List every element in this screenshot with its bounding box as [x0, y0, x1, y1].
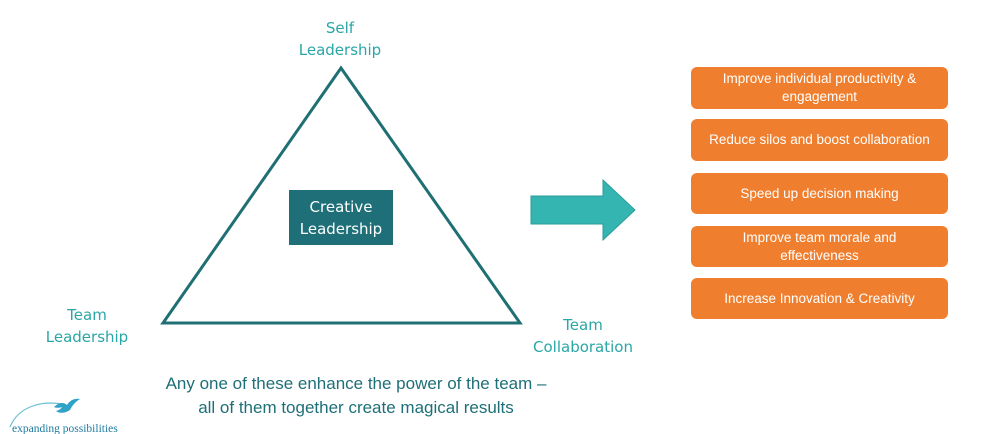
logo-bird — [54, 398, 80, 413]
vertex-label-left-line2: Leadership — [45, 328, 129, 346]
benefit-label: Improve individual productivity & engage… — [722, 71, 917, 104]
benefit-box: Improve individual productivity & engage… — [691, 67, 948, 109]
center-box-creative-leadership: Creative Leadership — [289, 190, 393, 245]
vertex-label-self-leadership: Self Leadership — [280, 17, 400, 61]
right-arrow-shape — [530, 178, 636, 242]
caption: Any one of these enhance the power of th… — [100, 372, 612, 420]
caption-line2: all of them together create magical resu… — [198, 398, 514, 417]
caption-line1: Any one of these enhance the power of th… — [165, 374, 547, 393]
right-arrow-icon — [530, 178, 636, 242]
vertex-label-top-line2: Leadership — [298, 41, 382, 59]
center-box-line2: Leadership — [299, 219, 383, 238]
benefit-label: Increase Innovation & Creativity — [724, 290, 915, 306]
benefit-box: Improve team morale and effectiveness — [691, 226, 948, 267]
vertex-label-team-collaboration: Team Collaboration — [518, 314, 648, 358]
benefit-label: Speed up decision making — [740, 185, 899, 201]
vertex-label-top-line1: Self — [325, 19, 355, 37]
bird-icon — [9, 398, 80, 428]
vertex-label-right-line2: Collaboration — [533, 338, 633, 356]
benefit-box: Increase Innovation & Creativity — [691, 278, 948, 319]
benefit-label: Reduce silos and boost collaboration — [709, 132, 930, 147]
logo-text: expanding possibilities — [12, 423, 118, 434]
center-box-line1: Creative — [309, 197, 373, 216]
triangle-outline — [160, 65, 523, 325]
vertex-label-left-line1: Team — [67, 306, 107, 324]
logo: expanding possibilities — [4, 393, 144, 434]
benefit-box: Reduce silos and boost collaboration — [691, 119, 948, 161]
vertex-label-team-leadership: Team Leadership — [22, 304, 152, 348]
benefit-box: Speed up decision making — [691, 173, 948, 214]
benefit-label: Improve team morale and effectiveness — [742, 229, 897, 263]
vertex-label-right-line1: Team — [563, 316, 603, 334]
